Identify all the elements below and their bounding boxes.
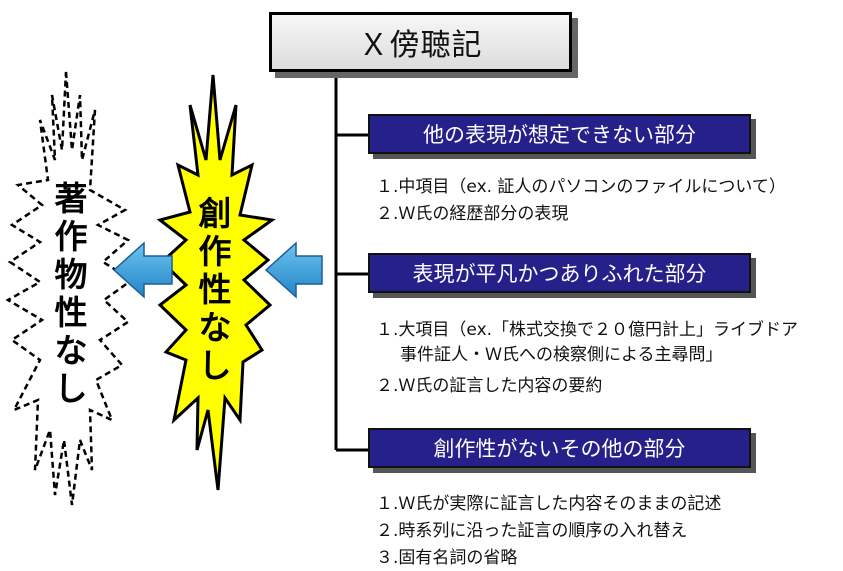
section-heading-1: 他の表現が想定できない部分 (423, 123, 696, 147)
section-heading-2: 表現が平凡かつありふれた部分 (412, 262, 707, 286)
title-text: Ｘ傍聴記 (358, 28, 483, 63)
burst-char: 著 (54, 179, 88, 218)
list-item: ３.固有名詞の省略 (376, 546, 517, 571)
center-burst-shape (156, 74, 276, 491)
item-number: １. (376, 320, 399, 340)
item-number: １. (376, 494, 399, 514)
item-text: 時系列に沿った証言の順序の入れ替え (398, 521, 688, 541)
burst-char: し (198, 346, 232, 385)
burst-char: 性 (198, 270, 232, 309)
list-item: ２.Ｗ氏の経歴部分の表現 (376, 202, 568, 227)
title-box: Ｘ傍聴記 (269, 12, 572, 72)
burst-char: 創 (198, 194, 232, 233)
arrow-right-to-center (264, 241, 323, 299)
section-heading-3: 創作性がないその他の部分 (433, 437, 686, 461)
item-number: ２. (376, 204, 399, 224)
list-item: １.中項目（ex. 証人のパソコンのファイルについて） (376, 175, 786, 200)
item-text: 大項目（ex.「株式交換で２０億円計上」ライブドア (398, 320, 799, 340)
item-text: 中項目（ex. 証人のパソコンのファイルについて） (398, 177, 786, 197)
item-text: Ｗ氏の経歴部分の表現 (398, 204, 569, 224)
burst-char: 物 (54, 255, 88, 294)
burst-char: な (54, 331, 88, 370)
list-item: １.大項目（ex.「株式交換で２０億円計上」ライブドア 事件証人・Ｗ氏への検察側… (376, 318, 798, 368)
item-text: Ｗ氏の証言した内容の要約 (398, 376, 603, 396)
section-banner-3: 創作性がないその他の部分 (368, 428, 751, 468)
left-burst-shape (5, 71, 135, 506)
arrow-center-to-left (112, 241, 173, 299)
burst-char: し (54, 369, 88, 408)
item-number: ２. (376, 376, 399, 396)
center-burst-label: 創 作 性 な し (193, 195, 237, 385)
burst-char: 作 (54, 217, 88, 256)
list-item: ２.Ｗ氏の証言した内容の要約 (376, 374, 602, 399)
burst-char: な (198, 308, 232, 347)
list-item: １.Ｗ氏が実際に証言した内容そのままの記述 (376, 492, 721, 517)
left-burst-label: 著 作 物 性 な し (49, 180, 93, 408)
list-item: ２.時系列に沿った証言の順序の入れ替え (376, 519, 687, 544)
burst-char: 性 (54, 293, 88, 332)
section-banner-2: 表現が平凡かつありふれた部分 (368, 253, 751, 293)
section-banner-1: 他の表現が想定できない部分 (368, 114, 751, 154)
item-text: Ｗ氏が実際に証言した内容そのままの記述 (398, 494, 722, 514)
item-text: 固有名詞の省略 (398, 548, 518, 568)
burst-char: 作 (198, 232, 232, 271)
item-text-continued: 事件証人・Ｗ氏への検察側による主尋問」 (400, 345, 723, 365)
item-number: ３. (376, 548, 399, 568)
item-number: １. (376, 177, 399, 197)
item-number: ２. (376, 521, 399, 541)
